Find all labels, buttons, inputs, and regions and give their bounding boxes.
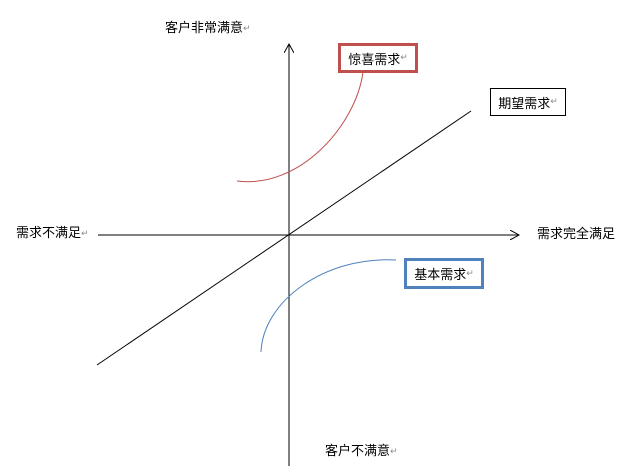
axis-label-top: 客户非常满意↵ xyxy=(165,21,251,37)
basic-label-box: 基本需求↵ xyxy=(404,258,484,289)
axis-label-top-text: 客户非常满意 xyxy=(165,21,244,36)
basic-label: 基本需求 xyxy=(414,268,467,283)
paragraph-mark-icon: ↵ xyxy=(466,268,474,279)
paragraph-mark-icon: ↵ xyxy=(243,24,251,34)
basic-curve xyxy=(260,259,397,353)
excitement-curve xyxy=(236,71,364,183)
axis-label-right-text: 需求完全满足 xyxy=(537,227,616,242)
paragraph-mark-icon: ↵ xyxy=(400,53,408,63)
excitement-label-box: 惊喜需求↵ xyxy=(338,43,418,73)
performance-line xyxy=(96,110,472,366)
paragraph-mark-icon: ↵ xyxy=(390,447,398,457)
excitement-label: 惊喜需求 xyxy=(348,52,401,68)
paragraph-mark-icon: ↵ xyxy=(81,229,89,239)
performance-label-box: 期望需求↵ xyxy=(490,88,566,116)
axis-label-left-text: 需求不满足 xyxy=(16,226,82,241)
axis-label-right: 需求完全满足 xyxy=(537,227,615,243)
axis-label-left: 需求不满足↵ xyxy=(16,226,89,242)
axis-label-bottom-text: 客户不满意 xyxy=(325,444,391,459)
performance-label: 期望需求 xyxy=(498,96,551,112)
axis-label-bottom: 客户不满意↵ xyxy=(325,444,398,460)
paragraph-mark-icon: ↵ xyxy=(550,97,558,107)
